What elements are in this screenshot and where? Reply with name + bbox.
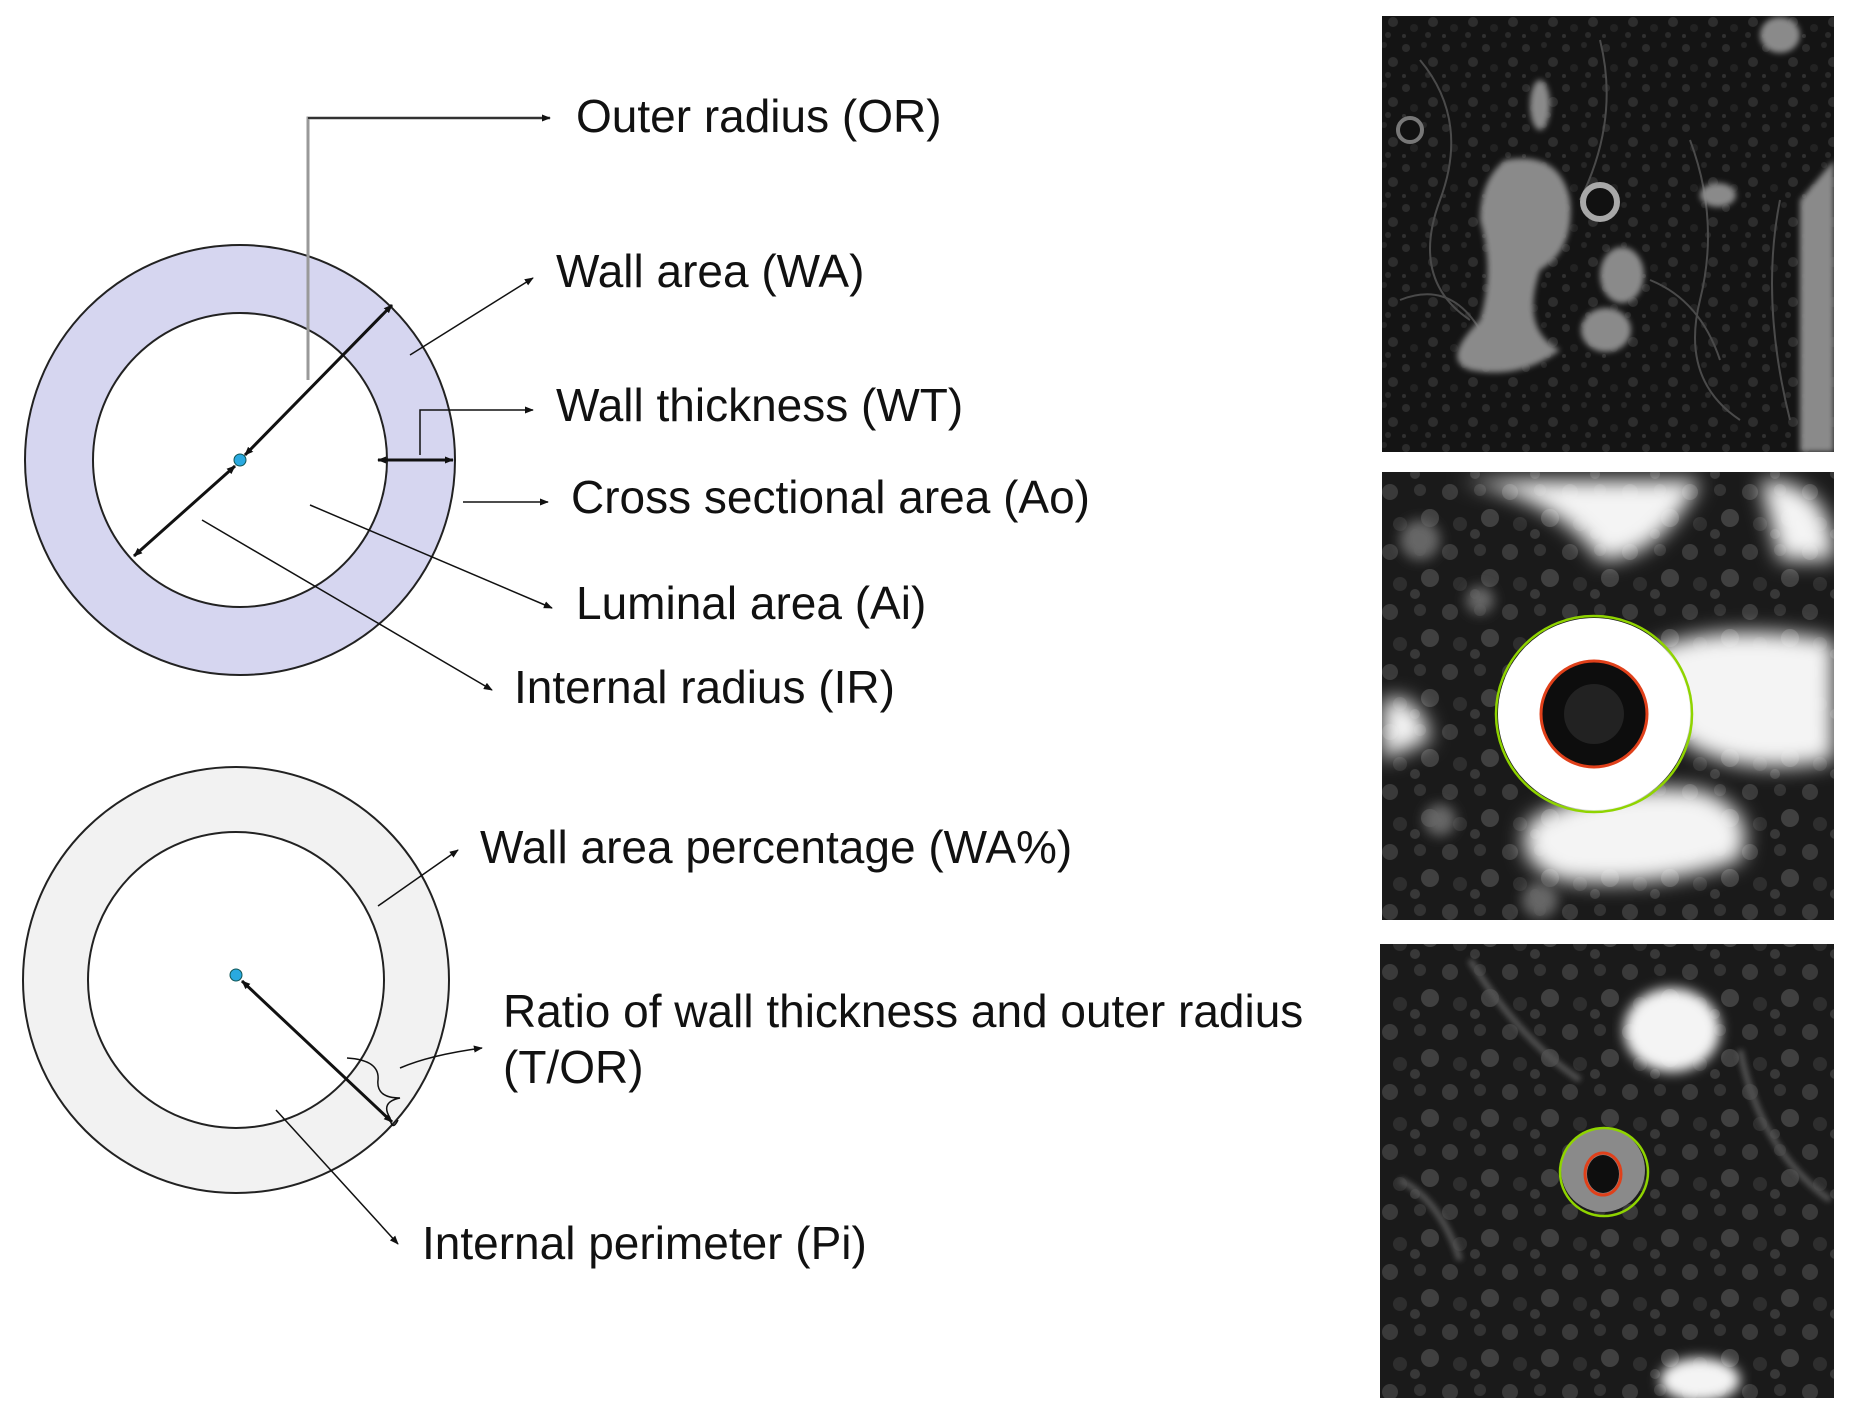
- label-wall-area: Wall area (WA): [556, 245, 865, 297]
- bottom-airway-diagram: [22, 766, 483, 1245]
- label-cross-sectional-area: Cross sectional area (Ao): [571, 471, 1090, 523]
- bottom-center-point: [229, 968, 243, 982]
- label-wall-thickness: Wall thickness (WT): [556, 379, 964, 431]
- label-ratio-line1: Ratio of wall thickness and outer radius: [503, 985, 1304, 1037]
- internal-perimeter-leader: [275, 1109, 399, 1245]
- internal-radius-arrow: [133, 464, 236, 558]
- outer-contour-1: [1494, 614, 1694, 814]
- label-ratio-line2: (T/OR): [503, 1041, 644, 1093]
- luminal-area-leader: [309, 504, 553, 609]
- label-luminal-area: Luminal area (Ai): [576, 577, 927, 629]
- label-wall-area-percentage: Wall area percentage (WA%): [480, 821, 1073, 873]
- wall-area-pct-leader: [377, 849, 459, 907]
- label-internal-perimeter: Internal perimeter (Pi): [422, 1217, 867, 1269]
- ct-panel-lung: [1382, 16, 1834, 452]
- top-airway-diagram: [24, 114, 553, 691]
- inner-contour-1: [1539, 659, 1649, 769]
- label-outer-radius: Outer radius (OR): [576, 90, 942, 142]
- ratio-leader: [399, 1045, 483, 1069]
- label-internal-radius: Internal radius (IR): [514, 661, 895, 713]
- inner-contour-2: [1583, 1151, 1623, 1197]
- ct-panel-airway-zoom: [1382, 472, 1834, 920]
- ct-panel-airway-zoom-2: [1380, 944, 1834, 1398]
- bottom-outer-radius-arrow: [240, 979, 394, 1124]
- internal-radius-leader: [201, 519, 493, 691]
- thickness-brace: [346, 1057, 401, 1127]
- wall-area-leader: [409, 277, 534, 356]
- wall-thickness-leader: [419, 406, 534, 455]
- outer-contour-2: [1558, 1126, 1650, 1218]
- outer-radius-arrow: [243, 303, 394, 457]
- top-center-point: [233, 453, 247, 467]
